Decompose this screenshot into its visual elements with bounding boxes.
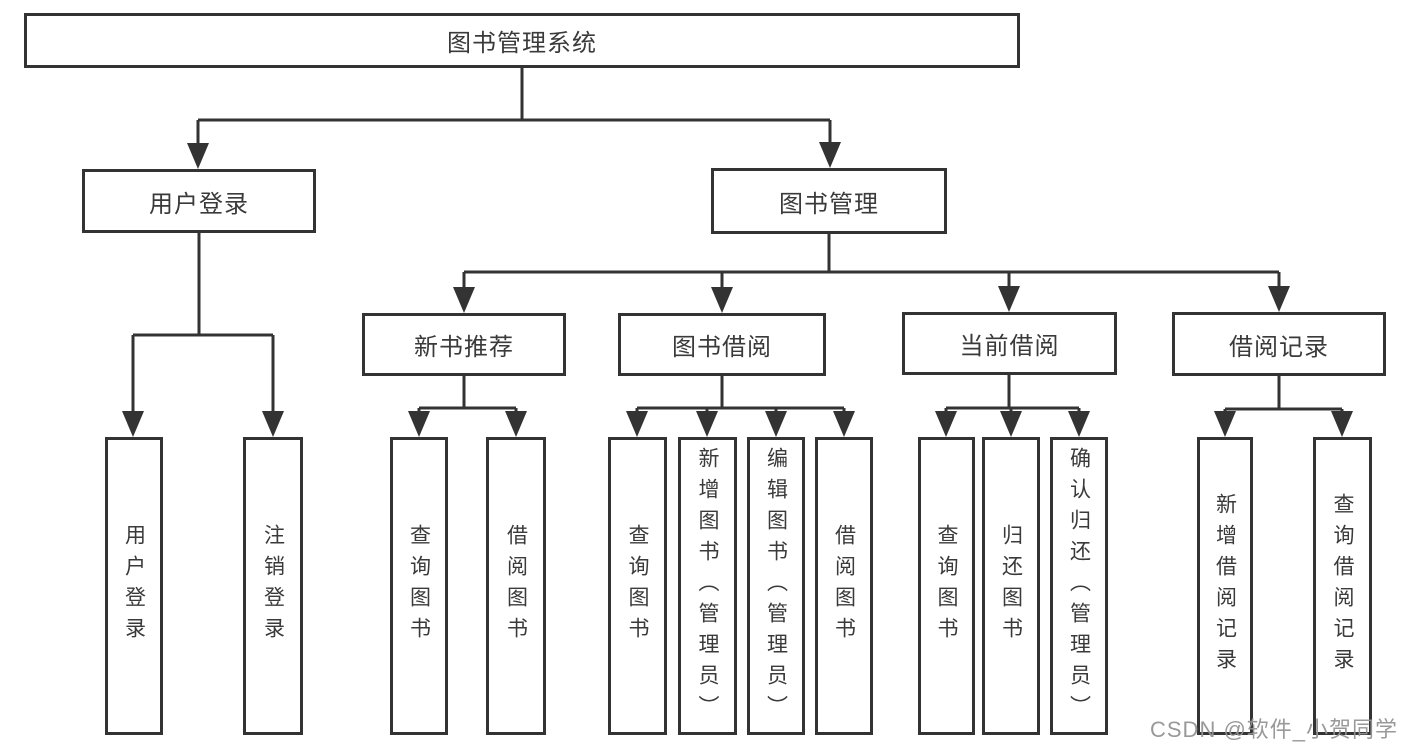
node-label: 图书管理系统 [447,30,597,57]
arrowheads [122,142,1353,437]
leaf-logout-login: 注销登录 [243,437,303,735]
leaf-borrow-books-borrowing: 借阅图书 [815,437,873,735]
leaf-label: 查询图书 [935,524,958,648]
leaf-add-borrow-record: 新增借阅记录 [1197,437,1253,735]
node-book-management-branch: 图书管理 [711,168,947,234]
leaf-label: 确认归还（管理员） [1067,446,1091,726]
leaf-user-login: 用户登录 [105,437,163,735]
leaf-label: 归还图书 [999,524,1023,648]
leaf-label: 借阅图书 [832,524,856,648]
leaf-query-books-current: 查询图书 [918,437,975,735]
node-label: 借阅记录 [1229,333,1329,361]
leaf-confirm-return-admin: 确认归还（管理员） [1050,437,1108,735]
node-book-borrowing: 图书借阅 [618,313,826,376]
node-borrowing-records: 借阅记录 [1172,312,1386,376]
connector-paths [131,68,1344,414]
leaf-label: 查询图书 [407,524,431,648]
leaf-label: 查询借阅记录 [1331,493,1354,679]
node-label: 图书管理 [779,190,879,218]
leaf-query-books-borrowing: 查询图书 [608,437,667,735]
leaf-label: 编辑图书（管理员） [764,446,788,726]
leaf-return-books: 归还图书 [982,437,1040,735]
leaf-label: 查询图书 [626,524,649,648]
node-library-management-system: 图书管理系统 [24,13,1020,68]
leaf-label: 用户登录 [122,524,146,648]
leaf-label: 新增图书（管理员） [696,446,719,726]
node-label: 图书借阅 [672,334,772,361]
node-user-login-branch: 用户登录 [82,169,316,233]
leaf-add-books-admin: 新增图书（管理员） [678,437,737,735]
leaf-label: 借阅图书 [504,524,528,648]
leaf-borrow-books-recommend: 借阅图书 [486,437,546,735]
leaf-edit-books-admin: 编辑图书（管理员） [747,437,805,735]
leaf-label: 新增借阅记录 [1213,493,1237,679]
node-current-borrowing: 当前借阅 [902,312,1117,375]
leaf-query-books-recommend: 查询图书 [390,437,448,735]
leaf-query-borrow-record: 查询借阅记录 [1313,437,1372,735]
node-label: 新书推荐 [414,334,514,361]
csdn-watermark: CSDN @软件_小贺同学 [1150,717,1399,742]
node-label: 用户登录 [149,190,249,218]
node-new-book-recommend: 新书推荐 [362,313,566,376]
node-label: 当前借阅 [959,333,1060,360]
leaf-label: 注销登录 [261,524,285,648]
